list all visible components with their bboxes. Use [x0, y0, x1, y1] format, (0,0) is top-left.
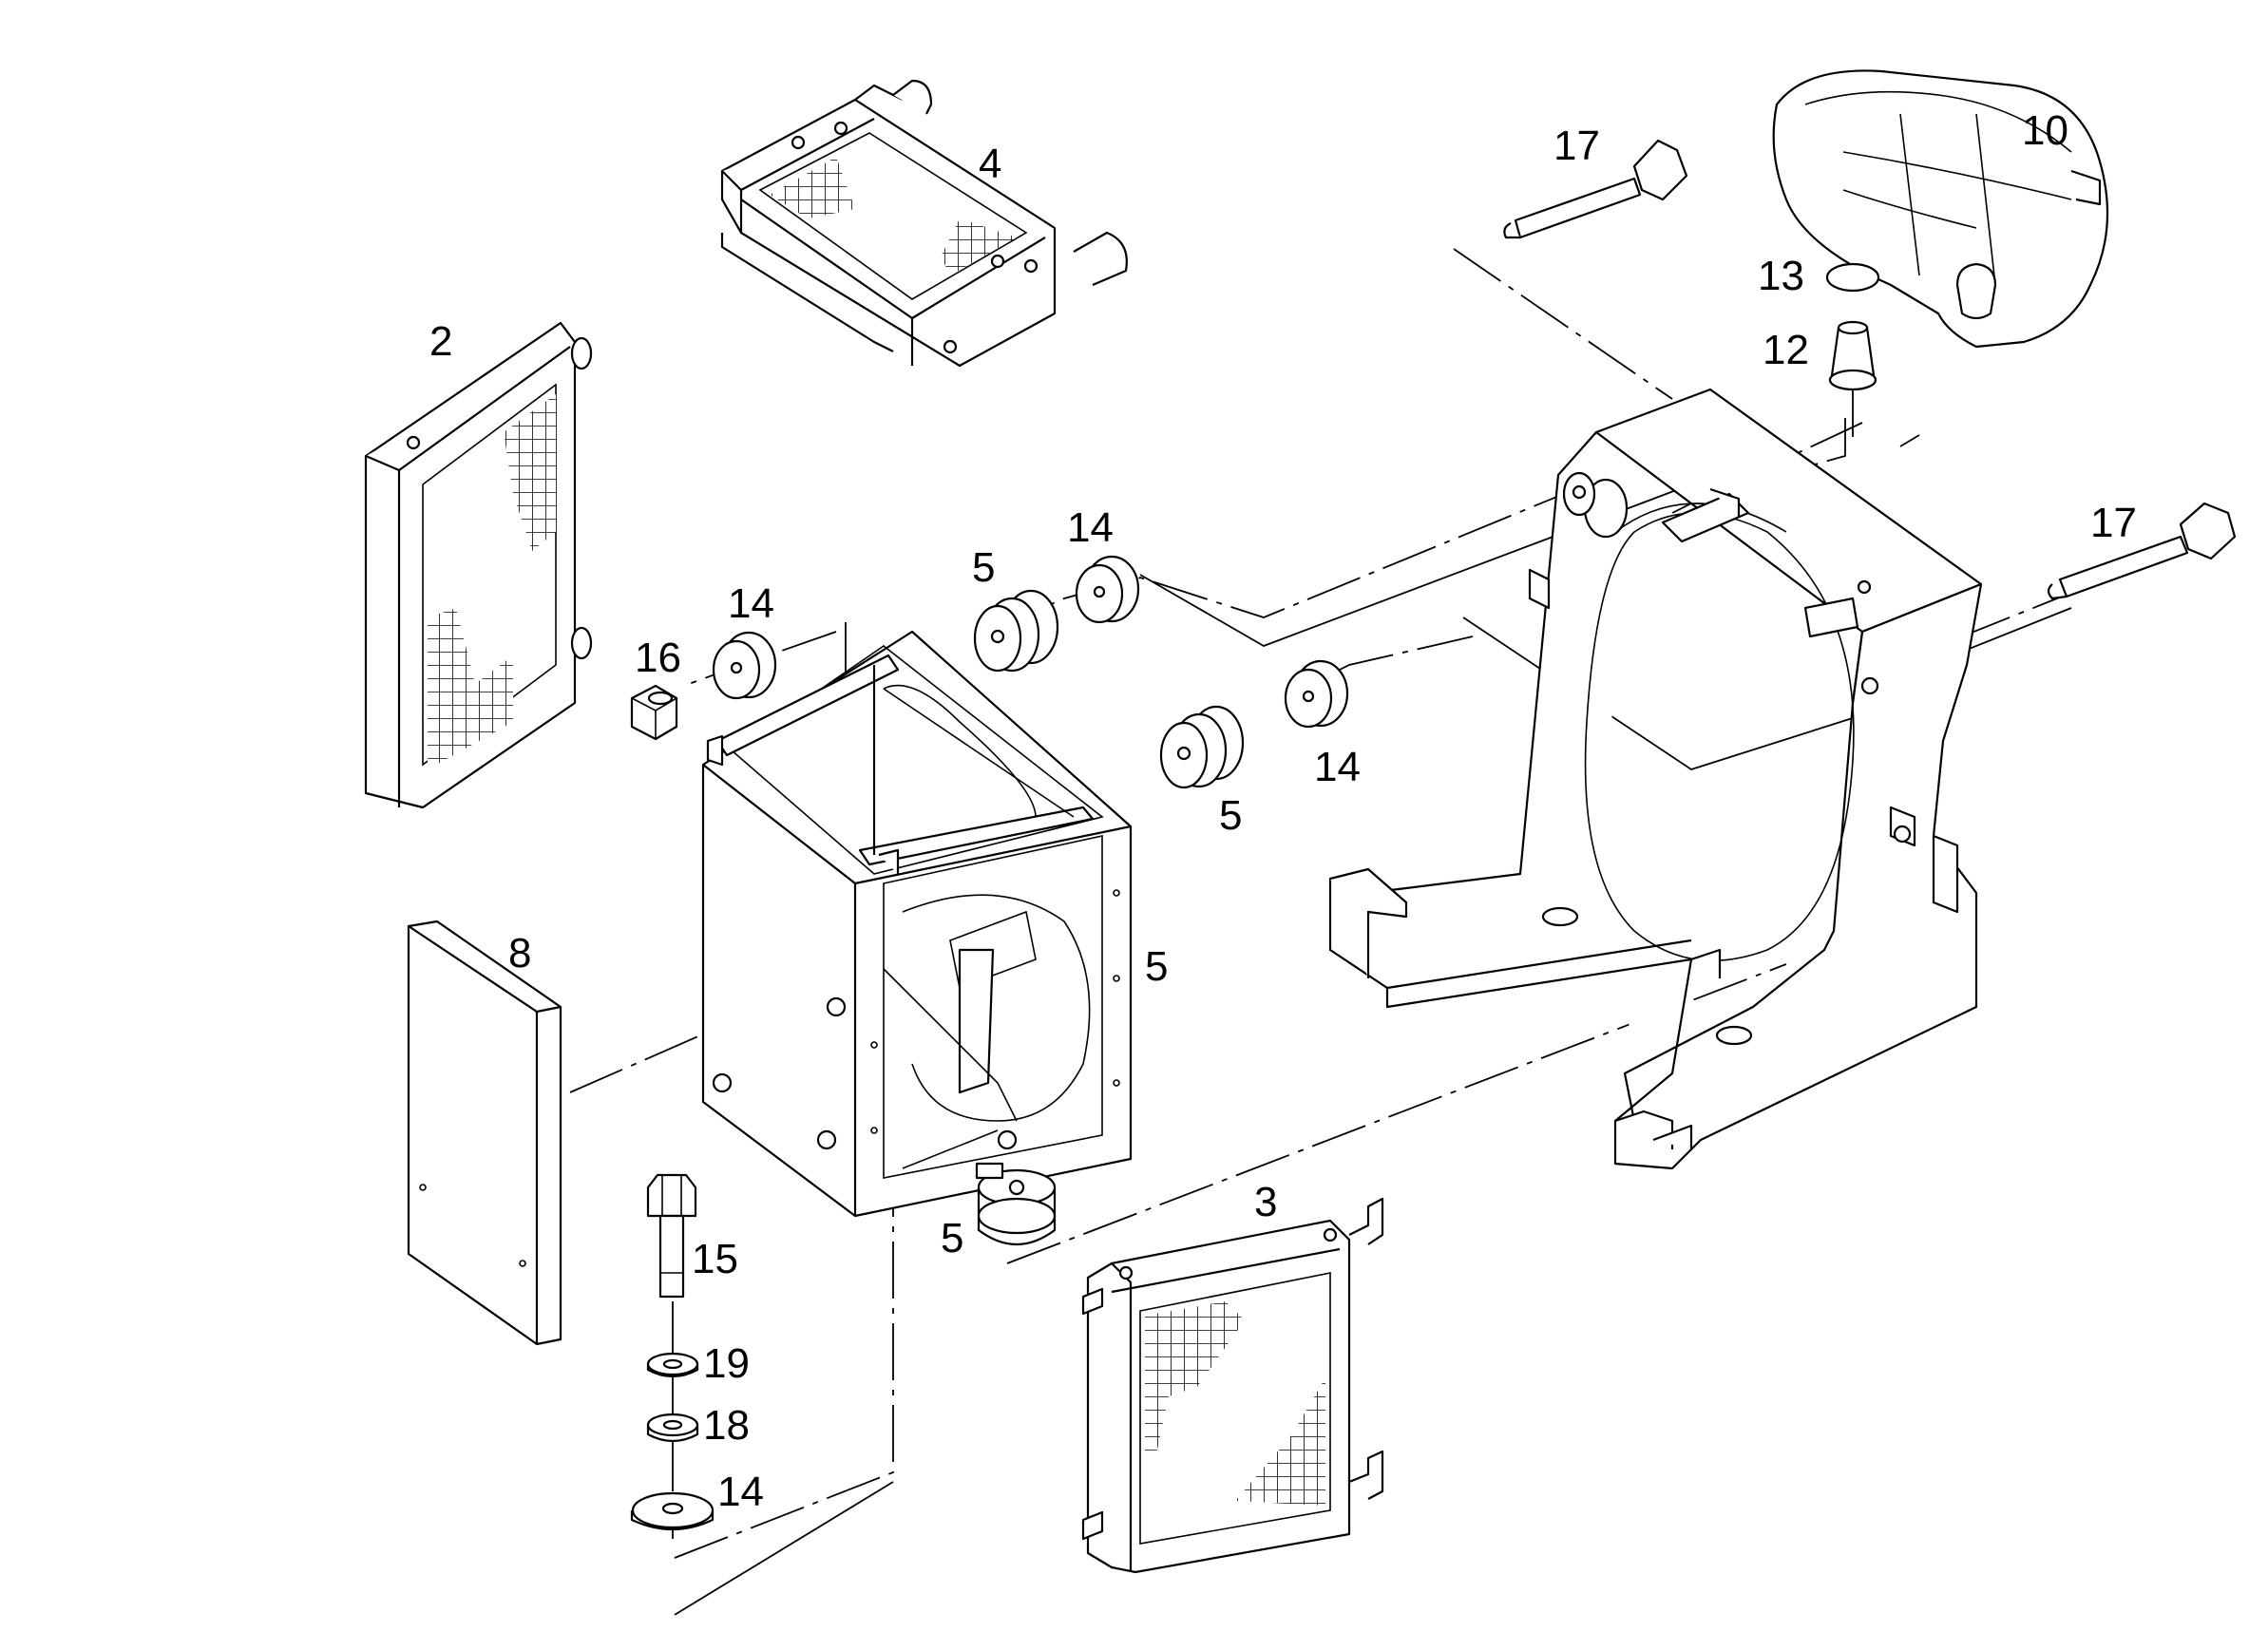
- label-part-17-top: 17: [1553, 123, 1600, 169]
- rubber-mount-5-bottom: [975, 1162, 1057, 1246]
- bolt-part-17-right: [2047, 502, 2237, 600]
- panel-part-8: [407, 920, 562, 1346]
- washer-part-18: [646, 1413, 699, 1443]
- washer-part-14-b: [1075, 555, 1140, 624]
- label-part-5-right: 5: [1145, 943, 1168, 990]
- label-part-8: 8: [508, 930, 531, 977]
- bolt-part-15: [646, 1173, 697, 1299]
- nipple-part-12: [1828, 320, 1877, 391]
- label-part-5-top: 5: [972, 544, 995, 591]
- label-part-19: 19: [703, 1340, 750, 1387]
- washer-part-14-a: [712, 631, 777, 700]
- washer-part-14-c: [1284, 659, 1349, 729]
- label-part-4: 4: [979, 141, 1001, 187]
- fan-shroud: [1328, 388, 1983, 1170]
- label-part-10: 10: [2022, 107, 2068, 154]
- label-part-18: 18: [703, 1402, 750, 1449]
- oil-cooler-part-3: [1081, 1197, 1384, 1574]
- nut-part-16: [630, 684, 678, 741]
- o-ring-part-13: [1825, 262, 1880, 293]
- label-part-16: 16: [635, 635, 681, 681]
- washer-part-14-d: [630, 1491, 715, 1531]
- bolt-part-17-top: [1503, 139, 1688, 239]
- rubber-mount-5-mid: [1159, 705, 1245, 789]
- fan-frame-box: [701, 630, 1133, 1218]
- label-part-14-d: 14: [717, 1469, 764, 1515]
- callout-labels: 2 4 17 10 13 12 17 14 5 14 16 14 5 8 5 3…: [429, 107, 2137, 1515]
- label-part-5-mid: 5: [1219, 792, 1242, 839]
- label-part-15: 15: [692, 1236, 738, 1282]
- label-part-12: 12: [1763, 327, 1809, 373]
- radiator-part-2: [364, 321, 593, 809]
- label-part-14-c: 14: [1314, 744, 1361, 790]
- label-part-3: 3: [1254, 1179, 1277, 1225]
- label-part-17-right: 17: [2090, 500, 2137, 546]
- expansion-tank-part-10: [1772, 69, 2109, 349]
- label-part-14-a: 14: [728, 580, 774, 627]
- label-part-14-b: 14: [1067, 504, 1114, 551]
- rubber-mount-5-top: [973, 589, 1059, 673]
- label-part-2: 2: [429, 318, 452, 365]
- label-part-13: 13: [1758, 253, 1804, 299]
- label-part-5-bottom: 5: [941, 1215, 963, 1261]
- intercooler-part-4: [720, 79, 1128, 368]
- washer-part-19: [646, 1352, 699, 1378]
